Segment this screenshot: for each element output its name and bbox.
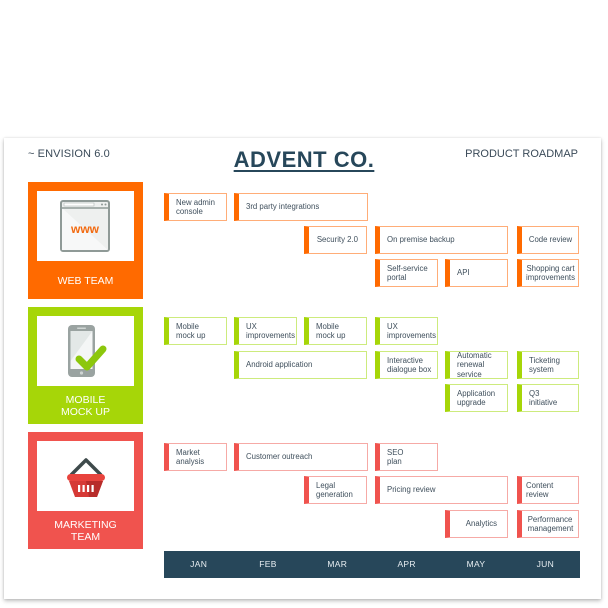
month-label: JUN (536, 559, 555, 569)
month-label: MAR (327, 559, 348, 569)
version-label: ~ ENVISION 6.0 (28, 148, 110, 160)
svg-text:www: www (70, 222, 100, 236)
month-label: JAN (190, 559, 208, 569)
task-card[interactable]: 3rd party integrations (234, 193, 368, 221)
task-card[interactable]: On premise backup (375, 226, 508, 254)
team-panel-marketing: MARKETING TEAM (28, 432, 143, 549)
team-label-web: WEB TEAM (57, 275, 114, 287)
task-card[interactable]: Android application (234, 351, 367, 379)
shopping-basket-icon (67, 458, 105, 497)
team-icon-box (37, 441, 134, 511)
task-card[interactable]: Code review (517, 226, 579, 254)
month-label: APR (397, 559, 416, 569)
team-panel-web: www WEB TEAM (28, 182, 143, 299)
month-label: FEB (259, 559, 277, 569)
team-icon-box (37, 316, 134, 386)
team-panel-mobile: MOBILE MOCK UP (28, 307, 143, 424)
task-card[interactable]: Security 2.0 (304, 226, 367, 254)
phone-check-icon (68, 325, 107, 377)
page-title: ADVENT CO. (233, 147, 375, 172)
team-icon-box: www (37, 191, 134, 261)
month-label: MAY (466, 559, 486, 569)
task-card[interactable]: Analytics (445, 510, 508, 538)
task-card[interactable]: Customer outreach (234, 443, 368, 471)
roadmap-label: PRODUCT ROADMAP (465, 148, 578, 160)
team-label-marketing: MARKETING TEAM (54, 519, 117, 543)
task-card[interactable]: Content review (517, 476, 579, 504)
month-timeline: JAN FEB MAR APR MAY JUN (164, 551, 580, 578)
task-card[interactable]: API (445, 259, 508, 287)
team-label-mobile: MOBILE MOCK UP (60, 394, 110, 418)
task-card[interactable]: Pricing review (375, 476, 508, 504)
browser-www-icon: www (60, 200, 110, 252)
